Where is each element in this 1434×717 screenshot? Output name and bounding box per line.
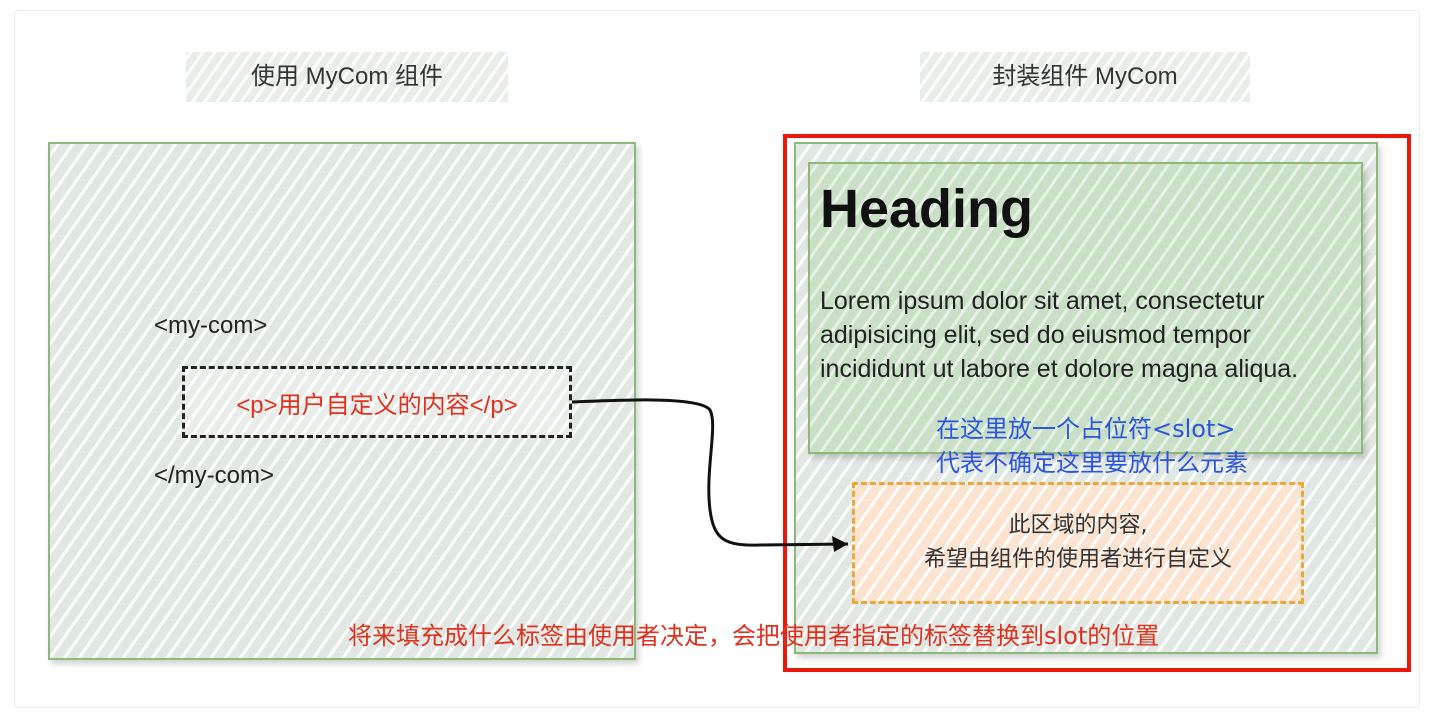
slot-area: 此区域的内容, 希望由组件的使用者进行自定义: [852, 482, 1304, 604]
right-title: 封装组件 MyCom: [920, 52, 1250, 102]
content-card: [808, 162, 1363, 454]
arrow-path: [571, 398, 849, 547]
left-title: 使用 MyCom 组件: [186, 52, 508, 102]
slot-note-line1: 在这里放一个占位符<slot>: [936, 415, 1236, 443]
user-content-box: <p>用户自定义的内容</p>: [182, 366, 572, 438]
user-content-text: <p>用户自定义的内容</p>: [236, 391, 518, 419]
bottom-note: 将来填充成什么标签由使用者决定，会把使用者指定的标签替换到slot的位置: [348, 622, 1160, 650]
arrow-head: [832, 536, 848, 552]
component-highlight: [783, 134, 1411, 672]
slot-area-line2: 希望由组件的使用者进行自定义: [923, 547, 1232, 572]
slot-note: 在这里放一个占位符<slot> 代表不确定这里要放什么元素: [936, 412, 1248, 480]
slot-note-line2: 代表不确定这里要放什么元素: [936, 449, 1248, 477]
card-body-text: Lorem ipsum dolor sit amet, consectetur …: [820, 287, 1299, 383]
card-heading: Heading: [820, 179, 1034, 239]
open-tag: <my-com>: [154, 312, 268, 339]
close-tag: </my-com>: [154, 462, 275, 489]
slot-area-line1: 此区域的内容,: [1008, 513, 1148, 538]
